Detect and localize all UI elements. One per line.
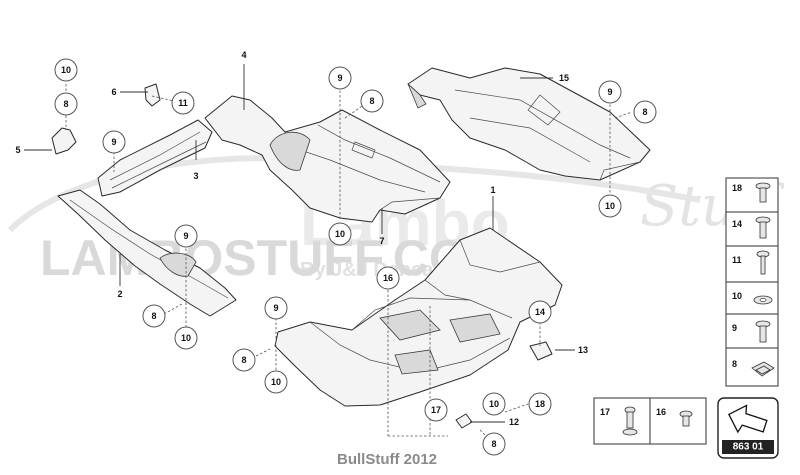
part-label-6: 6 bbox=[111, 87, 116, 97]
svg-text:9: 9 bbox=[607, 87, 612, 97]
callout: 9 bbox=[174, 224, 198, 248]
part-5-bracket bbox=[51, 127, 77, 155]
part-12-clip bbox=[455, 413, 473, 429]
callout: 10 bbox=[328, 222, 352, 246]
bolt-flange-icon bbox=[755, 216, 771, 239]
callout: 10 bbox=[264, 370, 288, 394]
svg-text:10: 10 bbox=[271, 377, 281, 387]
callout: 11 bbox=[171, 91, 195, 115]
part-label-15: 15 bbox=[559, 73, 569, 83]
clip-nut-icon bbox=[751, 361, 775, 377]
callout: 16 bbox=[376, 266, 400, 290]
callout bbox=[265, 321, 287, 343]
legend-row-18: 18 bbox=[732, 182, 771, 203]
hardware-legend-bottom: 17 16 bbox=[593, 397, 707, 445]
svg-text:8: 8 bbox=[369, 96, 374, 106]
svg-text:8: 8 bbox=[491, 439, 496, 449]
screw-icon bbox=[756, 250, 770, 275]
legend-row-9: 9 bbox=[732, 320, 771, 343]
callout: 9 bbox=[102, 130, 126, 154]
svg-text:9: 9 bbox=[111, 137, 116, 147]
reference-code: 863 01 bbox=[733, 442, 764, 453]
hardware-legend-right: 18 14 11 10 bbox=[725, 177, 779, 387]
callout: 8 bbox=[633, 100, 657, 124]
svg-text:9: 9 bbox=[337, 73, 342, 83]
svg-text:14: 14 bbox=[732, 219, 742, 229]
callout: 18 bbox=[528, 392, 552, 416]
svg-text:8: 8 bbox=[732, 359, 737, 369]
callout: 17 bbox=[424, 398, 448, 422]
svg-text:11: 11 bbox=[178, 98, 188, 108]
callout: 9 bbox=[264, 296, 288, 320]
watermark-byline: By J&J Dancarlo bbox=[300, 259, 459, 281]
callouts: 10 8 11 9 8 9 8 10 9 8 10 10 9 8 16 9 10… bbox=[54, 58, 657, 456]
svg-text:10: 10 bbox=[335, 229, 345, 239]
part-15-rear-panel bbox=[407, 67, 651, 181]
expansion-rivet-icon bbox=[622, 406, 638, 436]
callout: 14 bbox=[528, 300, 552, 324]
svg-text:14: 14 bbox=[535, 307, 545, 317]
legend-row-10: 10 bbox=[732, 291, 773, 305]
svg-text:8: 8 bbox=[63, 99, 68, 109]
svg-text:18: 18 bbox=[535, 399, 545, 409]
part-label-7: 7 bbox=[379, 236, 384, 246]
svg-text:10: 10 bbox=[61, 65, 71, 75]
callout: 8 bbox=[54, 92, 78, 116]
rivet-icon bbox=[755, 320, 771, 343]
svg-text:18: 18 bbox=[732, 183, 742, 193]
footer-text: BullStuff 2012 bbox=[337, 451, 437, 468]
callout: 10 bbox=[482, 392, 506, 416]
part-3-brace bbox=[97, 119, 213, 197]
part-7-center-tunnel bbox=[204, 95, 451, 223]
legend-row-16: 16 bbox=[656, 407, 693, 427]
svg-text:10: 10 bbox=[181, 333, 191, 343]
part-label-2: 2 bbox=[117, 289, 122, 299]
callout: 10 bbox=[54, 58, 78, 82]
svg-text:9: 9 bbox=[732, 323, 737, 333]
legend-row-17: 17 bbox=[600, 406, 638, 436]
callout: 8 bbox=[360, 89, 384, 113]
svg-text:17: 17 bbox=[431, 405, 441, 415]
callout: 9 bbox=[598, 80, 622, 104]
part-13-clip bbox=[529, 341, 553, 361]
svg-text:8: 8 bbox=[241, 355, 246, 365]
part-label-4: 4 bbox=[241, 50, 246, 60]
part-label-3: 3 bbox=[193, 171, 198, 181]
svg-text:8: 8 bbox=[151, 311, 156, 321]
callout: 9 bbox=[328, 66, 352, 90]
washer-icon bbox=[753, 295, 773, 305]
part-labels: 5 6 3 4 2 7 15 1 13 12 bbox=[15, 50, 588, 427]
svg-text:10: 10 bbox=[489, 399, 499, 409]
svg-text:11: 11 bbox=[732, 255, 742, 265]
part-label-12: 12 bbox=[509, 417, 519, 427]
callout: 10 bbox=[598, 194, 622, 218]
part-label-5: 5 bbox=[15, 145, 20, 155]
hex-screw-icon bbox=[679, 410, 693, 427]
part-label-13: 13 bbox=[578, 345, 588, 355]
callout: 8 bbox=[232, 348, 256, 372]
svg-text:10: 10 bbox=[732, 291, 742, 301]
svg-text:9: 9 bbox=[183, 231, 188, 241]
svg-text:9: 9 bbox=[273, 303, 278, 313]
svg-text:10: 10 bbox=[605, 201, 615, 211]
callout: 8 bbox=[142, 304, 166, 328]
svg-text:16: 16 bbox=[656, 407, 666, 417]
legend-row-8: 8 bbox=[732, 359, 775, 377]
svg-text:8: 8 bbox=[642, 107, 647, 117]
arrow-icon bbox=[728, 404, 768, 434]
legend-row-14: 14 bbox=[732, 216, 771, 239]
svg-text:17: 17 bbox=[600, 407, 610, 417]
part-6-bracket bbox=[144, 83, 161, 107]
callout: 10 bbox=[174, 326, 198, 350]
legend-row-11: 11 bbox=[732, 250, 770, 275]
callout: 8 bbox=[482, 432, 506, 456]
part-label-1: 1 bbox=[490, 185, 495, 195]
svg-text:16: 16 bbox=[383, 273, 393, 283]
part-2-side-rail bbox=[57, 189, 237, 317]
bolt-flange-icon bbox=[755, 182, 771, 203]
reference-box: 863 01 bbox=[717, 397, 779, 459]
part-1-underbody-tray bbox=[274, 227, 563, 407]
